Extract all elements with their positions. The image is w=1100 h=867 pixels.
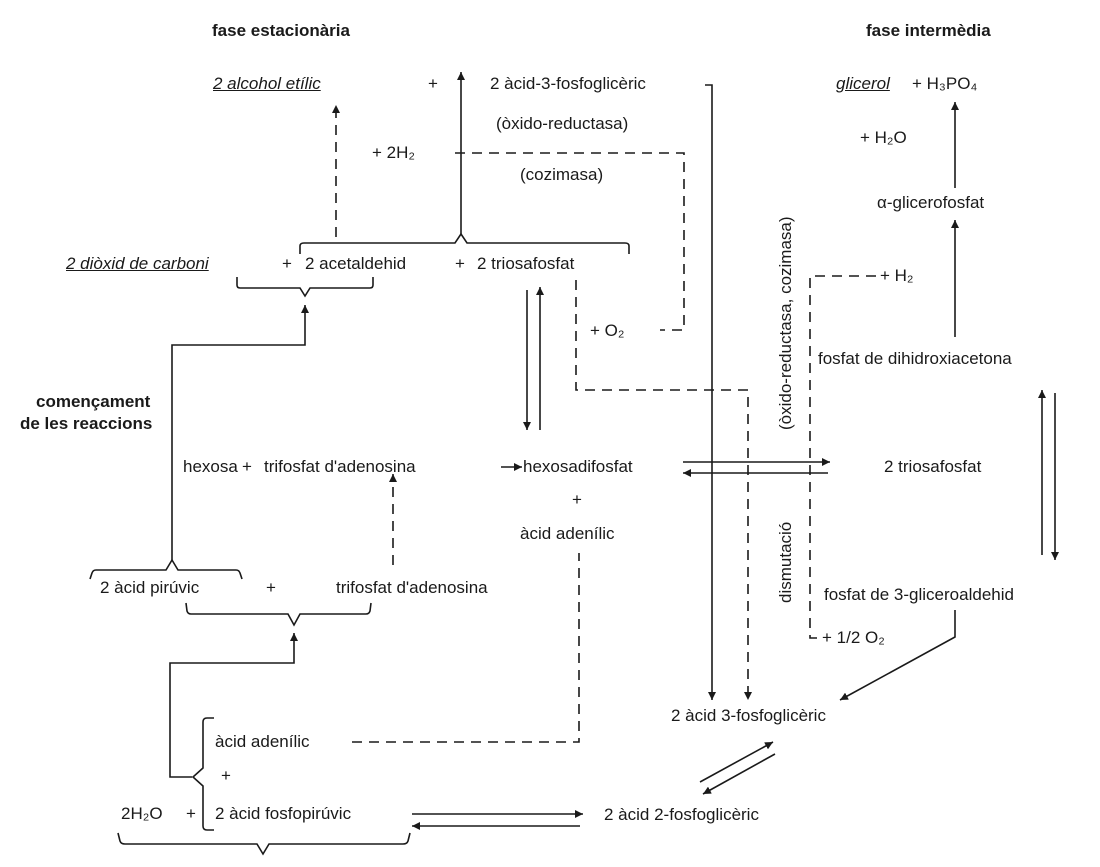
dashed-h2-route [455, 152, 685, 331]
heading-intermediate-phase: fase intermèdia [866, 21, 991, 40]
brace-bottom [117, 832, 411, 856]
label-glycerol: glicerol [836, 74, 890, 93]
plus-acetaldehyde: + [455, 254, 465, 273]
label-hexose: hexosa [183, 457, 238, 476]
plus-top: + [428, 74, 438, 93]
dashed-triose-down [575, 280, 752, 700]
heading-start-line1: començament [36, 392, 151, 411]
label-atp: trifosfat d'adenosina [264, 457, 416, 476]
label-adenylic-1: àcid adenílic [520, 524, 615, 543]
plus-hexose: + [242, 457, 252, 476]
dashed-adenylic-route [352, 553, 580, 743]
solid-pga-down [705, 84, 716, 700]
plus-co2: + [282, 254, 292, 273]
label-triose-right: 2 triosafosfat [884, 457, 982, 476]
arrow-g3p-to-pga3 [839, 610, 956, 701]
label-ethanol: 2 alcohol etílic [213, 74, 321, 93]
label-dismutation: dismutació [776, 521, 795, 603]
label-water: + H₂O [860, 128, 907, 147]
label-phosphopyruvic: 2 àcid fosfopirúvic [215, 804, 352, 823]
arrow-pga2-to-pga3 [699, 741, 774, 783]
label-dhap: fosfat de dihidroxiacetona [818, 349, 1012, 368]
label-enzyme-vertical: (òxido-reductasa, cozimasa) [776, 216, 795, 430]
label-h3po4: + H₃PO₄ [912, 74, 978, 93]
label-oxidoreductase: (òxido-reductasa) [496, 114, 629, 133]
plus-water-2: + [186, 804, 196, 823]
label-atp-2: trifosfat d'adenosina [336, 578, 488, 597]
label-hexosediphosphate: hexosadifosfat [523, 457, 633, 476]
label-pga2: 2 àcid 2-fosfoglicèric [604, 805, 759, 824]
label-pyruvic: 2 àcid pirúvic [100, 578, 200, 597]
label-g3p: fosfat de 3-gliceroaldehid [824, 585, 1014, 604]
label-adenylic-2: àcid adenílic [215, 732, 310, 751]
brace-co2-group [236, 277, 374, 298]
label-alpha-glycerophosphate: α-glicerofosfat [877, 193, 985, 212]
arrow-pga3-to-pga2 [702, 753, 776, 795]
label-pga-top: 2 àcid-3-fosfoglicèric [490, 74, 646, 93]
label-co2: 2 diòxid de carboni [66, 254, 209, 273]
label-h2-right: + H₂ [880, 266, 914, 285]
label-pga3: 2 àcid 3-fosfoglicèric [671, 706, 826, 725]
heading-start-line2: de les reaccions [20, 414, 153, 433]
line-pyruvic-to-co2 [171, 305, 309, 560]
brace-acetaldehyde-triose [299, 232, 630, 254]
brace-pyruvic-atp [185, 602, 372, 627]
label-cozymase: (cozimasa) [520, 165, 604, 184]
label-triose-left: 2 triosafosfat [477, 254, 575, 273]
heading-stationary-phase: fase estacionària [212, 21, 350, 40]
brace-pyruvic [89, 558, 243, 580]
label-acetaldehyde: 2 acetaldehid [305, 254, 407, 273]
plus-pyruvic: + [266, 578, 276, 597]
label-half-o2: + 1/2 O₂ [822, 628, 885, 647]
label-o2: + O₂ [590, 321, 625, 340]
brace-phosphopyruvic [191, 717, 214, 831]
line-phosphopyruvic-to-pyruvic [169, 633, 298, 778]
plus-phosphopyruvic-group: + [221, 766, 231, 785]
label-2h2: + 2H₂ [372, 143, 415, 162]
label-water-2: 2H₂O [121, 804, 163, 823]
dashed-dismutation-bracket [809, 275, 876, 639]
plus-hexosediphosphate: + [572, 490, 582, 509]
